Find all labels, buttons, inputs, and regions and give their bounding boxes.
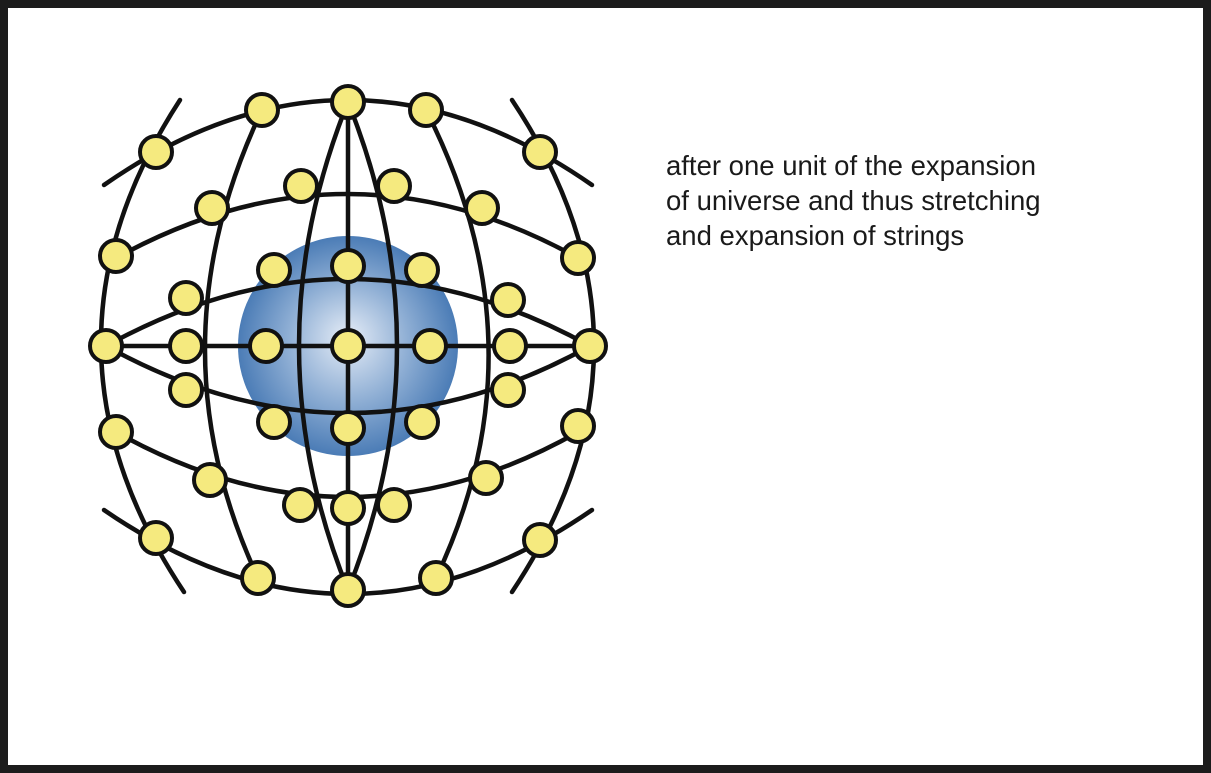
string-node bbox=[562, 410, 594, 442]
string-node bbox=[378, 489, 410, 521]
string-node bbox=[492, 284, 524, 316]
string-node bbox=[332, 330, 364, 362]
string-node bbox=[100, 416, 132, 448]
string-node bbox=[562, 242, 594, 274]
string-node bbox=[332, 250, 364, 282]
caption-line-3: and expansion of strings bbox=[666, 218, 1166, 253]
string-node bbox=[242, 562, 274, 594]
string-node bbox=[332, 574, 364, 606]
string-node bbox=[332, 492, 364, 524]
string-node bbox=[470, 462, 502, 494]
string-node bbox=[410, 94, 442, 126]
string-node bbox=[100, 240, 132, 272]
string-node bbox=[378, 170, 410, 202]
string-node bbox=[170, 330, 202, 362]
string-node bbox=[258, 254, 290, 286]
string-node bbox=[140, 522, 172, 554]
string-node bbox=[332, 412, 364, 444]
string-node bbox=[494, 330, 526, 362]
string-node bbox=[524, 524, 556, 556]
string-node bbox=[420, 562, 452, 594]
string-node bbox=[284, 489, 316, 521]
string-node bbox=[466, 192, 498, 224]
string-node bbox=[140, 136, 172, 168]
string-node bbox=[246, 94, 278, 126]
string-node bbox=[258, 406, 290, 438]
string-node bbox=[90, 330, 122, 362]
string-node bbox=[574, 330, 606, 362]
string-node bbox=[170, 282, 202, 314]
caption: after one unit of the expansion of unive… bbox=[666, 148, 1166, 253]
string-node bbox=[414, 330, 446, 362]
string-node bbox=[194, 464, 226, 496]
caption-line-1: after one unit of the expansion bbox=[666, 148, 1166, 183]
string-node bbox=[250, 330, 282, 362]
string-node bbox=[196, 192, 228, 224]
caption-line-2: of universe and thus stretching bbox=[666, 183, 1166, 218]
string-node bbox=[406, 406, 438, 438]
string-node bbox=[524, 136, 556, 168]
string-node bbox=[170, 374, 202, 406]
string-node bbox=[285, 170, 317, 202]
string-node bbox=[332, 86, 364, 118]
string-node bbox=[492, 374, 524, 406]
string-node bbox=[406, 254, 438, 286]
